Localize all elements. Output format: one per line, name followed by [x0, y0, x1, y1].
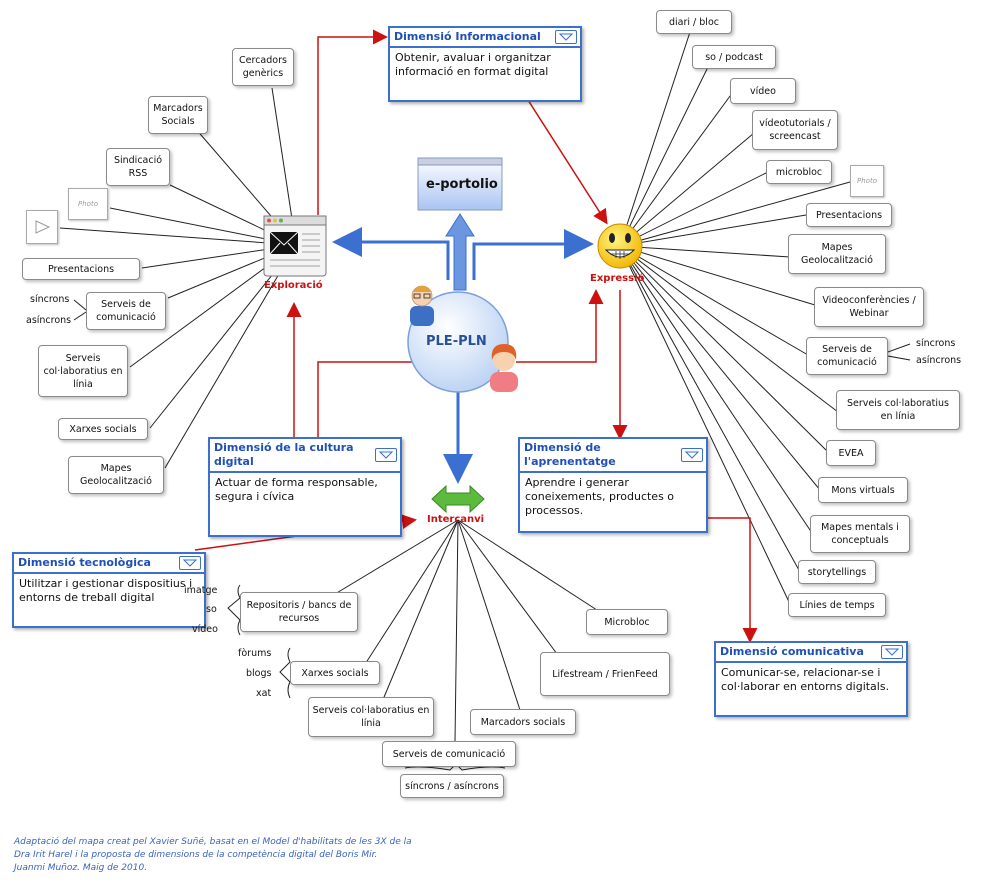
dim-cultura-body: Actuar de forma responsable, segura i cí… — [215, 476, 378, 503]
dim-tecnologica-title: Dimensió tecnològica — [18, 556, 151, 569]
node-colab[interactable]: Serveis col·laboratius en línia — [38, 345, 128, 397]
label-xat: xat — [256, 688, 272, 699]
dim-comunicativa-title: Dimensió comunicativa — [720, 645, 864, 658]
dim-cultura[interactable]: Dimensió de la cultura digital Actuar de… — [208, 437, 402, 537]
dim-comunicativa-body: Comunicar-se, relacionar-se i col·labora… — [721, 666, 890, 693]
exploracio-label: Exploració — [264, 280, 323, 291]
node-videotutorials[interactable]: vídeotutorials / screencast — [752, 110, 838, 150]
node-evea[interactable]: EVEA — [826, 440, 876, 466]
node-mapes-exp[interactable]: Mapes Geolocalització — [788, 234, 886, 274]
hub-label: PLE-PLN — [426, 334, 487, 349]
label-asincrons-exp: asíncrons — [916, 355, 962, 366]
play-icon — [26, 210, 58, 244]
photo-icon: Photo — [850, 165, 884, 197]
label-imatge: imatge — [184, 585, 218, 596]
expressio-label: Expressió — [590, 273, 645, 284]
node-sindicacio[interactable]: Sindicació RSS — [106, 148, 170, 186]
dim-informacional[interactable]: Dimensió Informacional Obtenir, avaluar … — [388, 26, 582, 102]
expressio-spokes — [619, 31, 911, 605]
node-mapes[interactable]: Mapes Geolocalització — [68, 456, 164, 494]
dim-informacional-body: Obtenir, avaluar i organitzar informació… — [395, 51, 551, 78]
label-sincrons: síncrons — [30, 294, 70, 305]
node-serveis-com[interactable]: Serveis de comunicació — [86, 292, 166, 330]
node-colab-int[interactable]: Serveis col·laboratius en línia — [308, 697, 434, 737]
node-presentacions[interactable]: Presentacions — [22, 258, 140, 280]
dim-tecnologica-body: Utilitzar i gestionar dispositius i ento… — [19, 577, 193, 604]
footnote-line-3: Juanmi Muñoz. Maig de 2010. — [14, 863, 148, 873]
node-video[interactable]: vídeo — [730, 78, 796, 104]
intercanvi-spokes — [227, 519, 601, 771]
label-asincrons: asíncrons — [26, 315, 72, 326]
dim-informacional-title: Dimensió Informacional — [394, 30, 541, 43]
node-marcadors[interactable]: Marcadors Socials — [148, 96, 208, 134]
node-sinc[interactable]: síncrons / asíncrons — [400, 774, 504, 798]
label-blogs: blogs — [246, 668, 272, 679]
dim-aprenentatge[interactable]: Dimensió de l'aprenentatge Aprendre i ge… — [518, 437, 708, 533]
label-forums: fòrums — [238, 648, 272, 659]
dropdown-icon[interactable] — [179, 556, 201, 570]
dim-cultura-title: Dimensió de la cultura digital — [214, 441, 354, 468]
photo-icon: Photo — [68, 188, 108, 220]
node-presentacions-exp[interactable]: Presentacions — [806, 203, 892, 227]
node-microbloc[interactable]: microbloc — [766, 160, 832, 184]
dim-tecnologica[interactable]: Dimensió tecnològica Utilitzar i gestion… — [12, 552, 206, 628]
node-cercadors[interactable]: Cercadors genèrics — [232, 48, 294, 86]
label-video: vídeo — [192, 624, 218, 635]
node-xarxes-int[interactable]: Xarxes socials — [290, 661, 380, 685]
node-serveis-com-int[interactable]: Serveis de comunicació — [382, 741, 516, 767]
node-videoconf[interactable]: Videoconferències / Webinar — [814, 287, 924, 327]
smiley-icon — [597, 223, 643, 269]
intercanvi-arrow-icon — [431, 484, 485, 514]
footnote: Adaptació del mapa creat pel Xavier Suñé… — [14, 836, 412, 875]
exploracio-window-icon — [263, 215, 327, 277]
avatar-boy — [410, 285, 434, 326]
node-serveis-com-exp[interactable]: Serveis de comunicació — [806, 337, 888, 375]
dropdown-icon[interactable] — [881, 645, 903, 659]
label-sincrons-exp: síncrons — [916, 338, 956, 349]
node-diari[interactable]: diari / bloc — [656, 10, 732, 34]
label-so: so — [206, 604, 217, 615]
intercanvi-label: Intercanvi — [427, 514, 485, 525]
node-linies[interactable]: Línies de temps — [788, 593, 886, 617]
node-storytellings[interactable]: storytellings — [798, 560, 876, 584]
footnote-line-1: Adaptació del mapa creat pel Xavier Suñé… — [14, 837, 412, 847]
node-marcadors-int[interactable]: Marcadors socials — [470, 709, 576, 735]
footnote-line-2: Dra Irit Harel i la proposta de dimensio… — [14, 850, 378, 860]
eportfolio-label: e-portolio — [426, 177, 498, 192]
node-repositoris[interactable]: Repositoris / bancs de recursos — [240, 592, 358, 632]
dropdown-icon[interactable] — [555, 30, 577, 44]
node-colab-exp[interactable]: Serveis col·laboratius en línia — [836, 390, 960, 430]
node-xarxes[interactable]: Xarxes socials — [58, 418, 148, 440]
node-mons[interactable]: Mons virtuals — [818, 477, 908, 503]
node-microbloc-int[interactable]: Microbloc — [586, 609, 668, 635]
avatar-girl — [490, 344, 518, 392]
dim-aprenentatge-title: Dimensió de l'aprenentatge — [524, 441, 616, 468]
dropdown-icon[interactable] — [375, 448, 397, 462]
dropdown-icon[interactable] — [681, 448, 703, 462]
eportfolio-box — [417, 157, 503, 211]
node-mapes-mentals[interactable]: Mapes mentals i conceptuals — [810, 515, 910, 553]
node-lifestream[interactable]: Lifestream / FrienFeed — [540, 652, 670, 696]
dim-aprenentatge-body: Aprendre i generar coneixements, product… — [525, 476, 675, 517]
dim-comunicativa[interactable]: Dimensió comunicativa Comunicar-se, rela… — [714, 641, 908, 717]
node-podcast[interactable]: so / podcast — [692, 45, 776, 69]
